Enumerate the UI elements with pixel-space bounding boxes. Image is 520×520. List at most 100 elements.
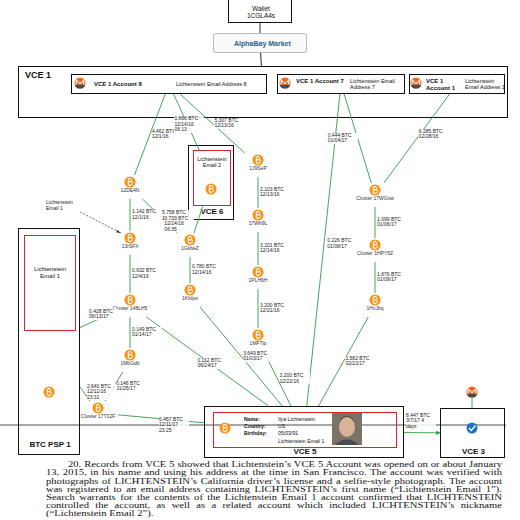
selfie-photo — [332, 413, 362, 445]
transfer-line — [264, 352, 291, 406]
node-text: VCE 6 — [189, 208, 235, 217]
node-text: US — [278, 424, 332, 430]
node-text: VCE 1 Account 8 — [94, 81, 168, 88]
bitcoin-address: 1HvJbq — [355, 293, 395, 317]
identity-box: Lichtenstein Email 1 — [24, 235, 76, 331]
address-label: 1KbIpe — [170, 296, 210, 302]
bitcoin-address: 1MbGdb — [110, 348, 150, 372]
amount-label: 3.201 BTC 12/14/16 — [260, 243, 290, 254]
transfer-line — [130, 317, 131, 348]
bitcoin-address: Cluster 17WGsw — [355, 183, 395, 207]
amount-label: 0.632 BTC 12/4/16 — [132, 268, 162, 279]
exchange-box: VCE 3 — [440, 408, 505, 458]
node-text: Name: — [244, 417, 278, 423]
monero-icon — [74, 77, 85, 88]
transfer-line — [130, 255, 131, 293]
transfer-line — [200, 307, 282, 406]
account-box: VCE 1 Account 8 Lichtenstein Email Addres… — [71, 74, 267, 94]
wire — [472, 398, 473, 408]
transfer-line — [384, 94, 450, 183]
amount-label: 0.733 BTC 12/14/16 06:35 — [164, 216, 194, 233]
address-label: Cluster 17WGsw — [355, 196, 395, 202]
transfer-line — [258, 177, 259, 208]
identity-box: Name:Country:Birthday:Ilya LichtensteinU… — [213, 412, 397, 448]
amount-label: 0.146 BTC 01/25/17 — [116, 381, 146, 392]
coin-shape — [78, 401, 118, 415]
monero-icon — [410, 77, 421, 88]
exchange-box: VCE 1 VCE 1 Account 8 Lichtenstein Email A… — [18, 66, 508, 118]
address-label: 13rSFh — [110, 244, 150, 250]
amount-label: 3.200 BTC 12/21/16 — [260, 303, 290, 314]
amount-label: 4.462 BTC 12/1/16 — [152, 129, 182, 140]
coin-shape — [110, 293, 150, 307]
address-label: 1MFTip — [238, 341, 278, 347]
coin-shape — [170, 233, 210, 247]
coin-shape — [355, 183, 395, 197]
transfer-line — [260, 23, 261, 33]
leader-arrowhead — [116, 230, 121, 233]
node-text: VCE 1 Account 7 — [296, 78, 348, 85]
address-label: Cluster 148LH5 — [110, 306, 150, 312]
node-text: Lichtenstein Email Address 1 — [465, 78, 505, 90]
amount-label: 1.676 BTC 01/09/17 — [377, 272, 407, 283]
bitcoin-address: 17Wh9L — [238, 208, 278, 232]
bitcoin-address: 1MFTip — [238, 328, 278, 352]
amount-label: 2.640 BTC 12/11/16 23:31 — [87, 384, 117, 401]
amount-label: 1.582 BTC 02/22/17 — [345, 356, 375, 367]
coin-shape — [238, 153, 278, 167]
exchange-box: VCE 6 Lichtenstein Email 2 — [188, 145, 234, 220]
transfer-line — [80, 314, 110, 328]
bitcoin-address: 12DE4N — [110, 175, 150, 199]
transfer-line — [258, 289, 259, 328]
transfer-line — [307, 94, 340, 406]
transfer-line — [80, 387, 90, 401]
transfer-line — [194, 206, 203, 233]
transfer-line — [258, 232, 259, 265]
transfer-line — [344, 94, 371, 183]
coin-shape — [355, 238, 395, 252]
transfer-line — [404, 432, 440, 433]
caption-paragraph: 20. Records from VCE 5 showed that Licht… — [46, 461, 502, 518]
node-text: Lichtenstein Email 1 — [278, 439, 334, 445]
node-text: Wallet 1CGLA4s — [244, 5, 278, 20]
coin-shape — [110, 231, 150, 245]
node-text: Lichtenstein Email Address 8 — [176, 81, 266, 87]
monero-icon — [466, 386, 477, 397]
address-label: 1MbGdb — [110, 361, 150, 367]
address-label: 1PLH6H — [238, 278, 278, 284]
transfer-line — [180, 94, 245, 153]
node-text: AlphaBay Market — [234, 40, 306, 48]
bitcoin-icon — [219, 422, 230, 433]
bitcoin-address: Cluster 1HPY5Z — [355, 238, 395, 262]
amount-label: 8.447 BTC 3/7/17 4 days — [406, 413, 436, 430]
node-text: Lichtenstein Email 2 — [196, 156, 228, 168]
node-text: Ilya Lichtenstein — [278, 417, 332, 423]
bitcoin-address: 1KbIpe — [170, 283, 210, 307]
transfer-line — [105, 372, 123, 401]
node-text: Country: — [244, 424, 278, 430]
transfer-line — [174, 94, 200, 150]
amount-label: 0.780 BTC 12/14/16 — [192, 264, 222, 275]
amount-label: 0.149 BTC 01/14/17 — [132, 327, 162, 338]
amount-label: 0.444 BTC 01/04/17 — [328, 133, 358, 144]
amount-label: 1.099 BTC 01/06/17 — [377, 217, 407, 228]
transfer-line — [142, 199, 177, 233]
transfer-line — [135, 94, 166, 175]
transfer-line — [260, 53, 262, 66]
coin-shape — [355, 293, 395, 307]
coin-shape — [238, 328, 278, 342]
node-text: VCE 1 Account 1 — [426, 78, 464, 91]
bitcoin-icon — [43, 386, 54, 397]
address-label: 12DE4N — [110, 188, 150, 194]
account-box: VCE 1 Account 1Lichtenstein Email Addres… — [409, 74, 505, 94]
transfer-line — [375, 207, 376, 238]
amount-label: 0.226 BTC 01/08/17 — [327, 238, 357, 249]
callout-label: Lichtenstein Email 1 — [46, 200, 80, 211]
node-text: VCE 1 — [25, 70, 65, 80]
node-text: Lichtenstein Email 1 — [28, 266, 72, 279]
coin-shape — [110, 348, 150, 362]
exchange-box: VCE 5Name:Country:Birthday:Ilya Lichtens… — [204, 406, 404, 458]
amount-label: 1.142 BTC 12/1/16 — [132, 209, 162, 220]
transfer-line — [319, 317, 369, 406]
